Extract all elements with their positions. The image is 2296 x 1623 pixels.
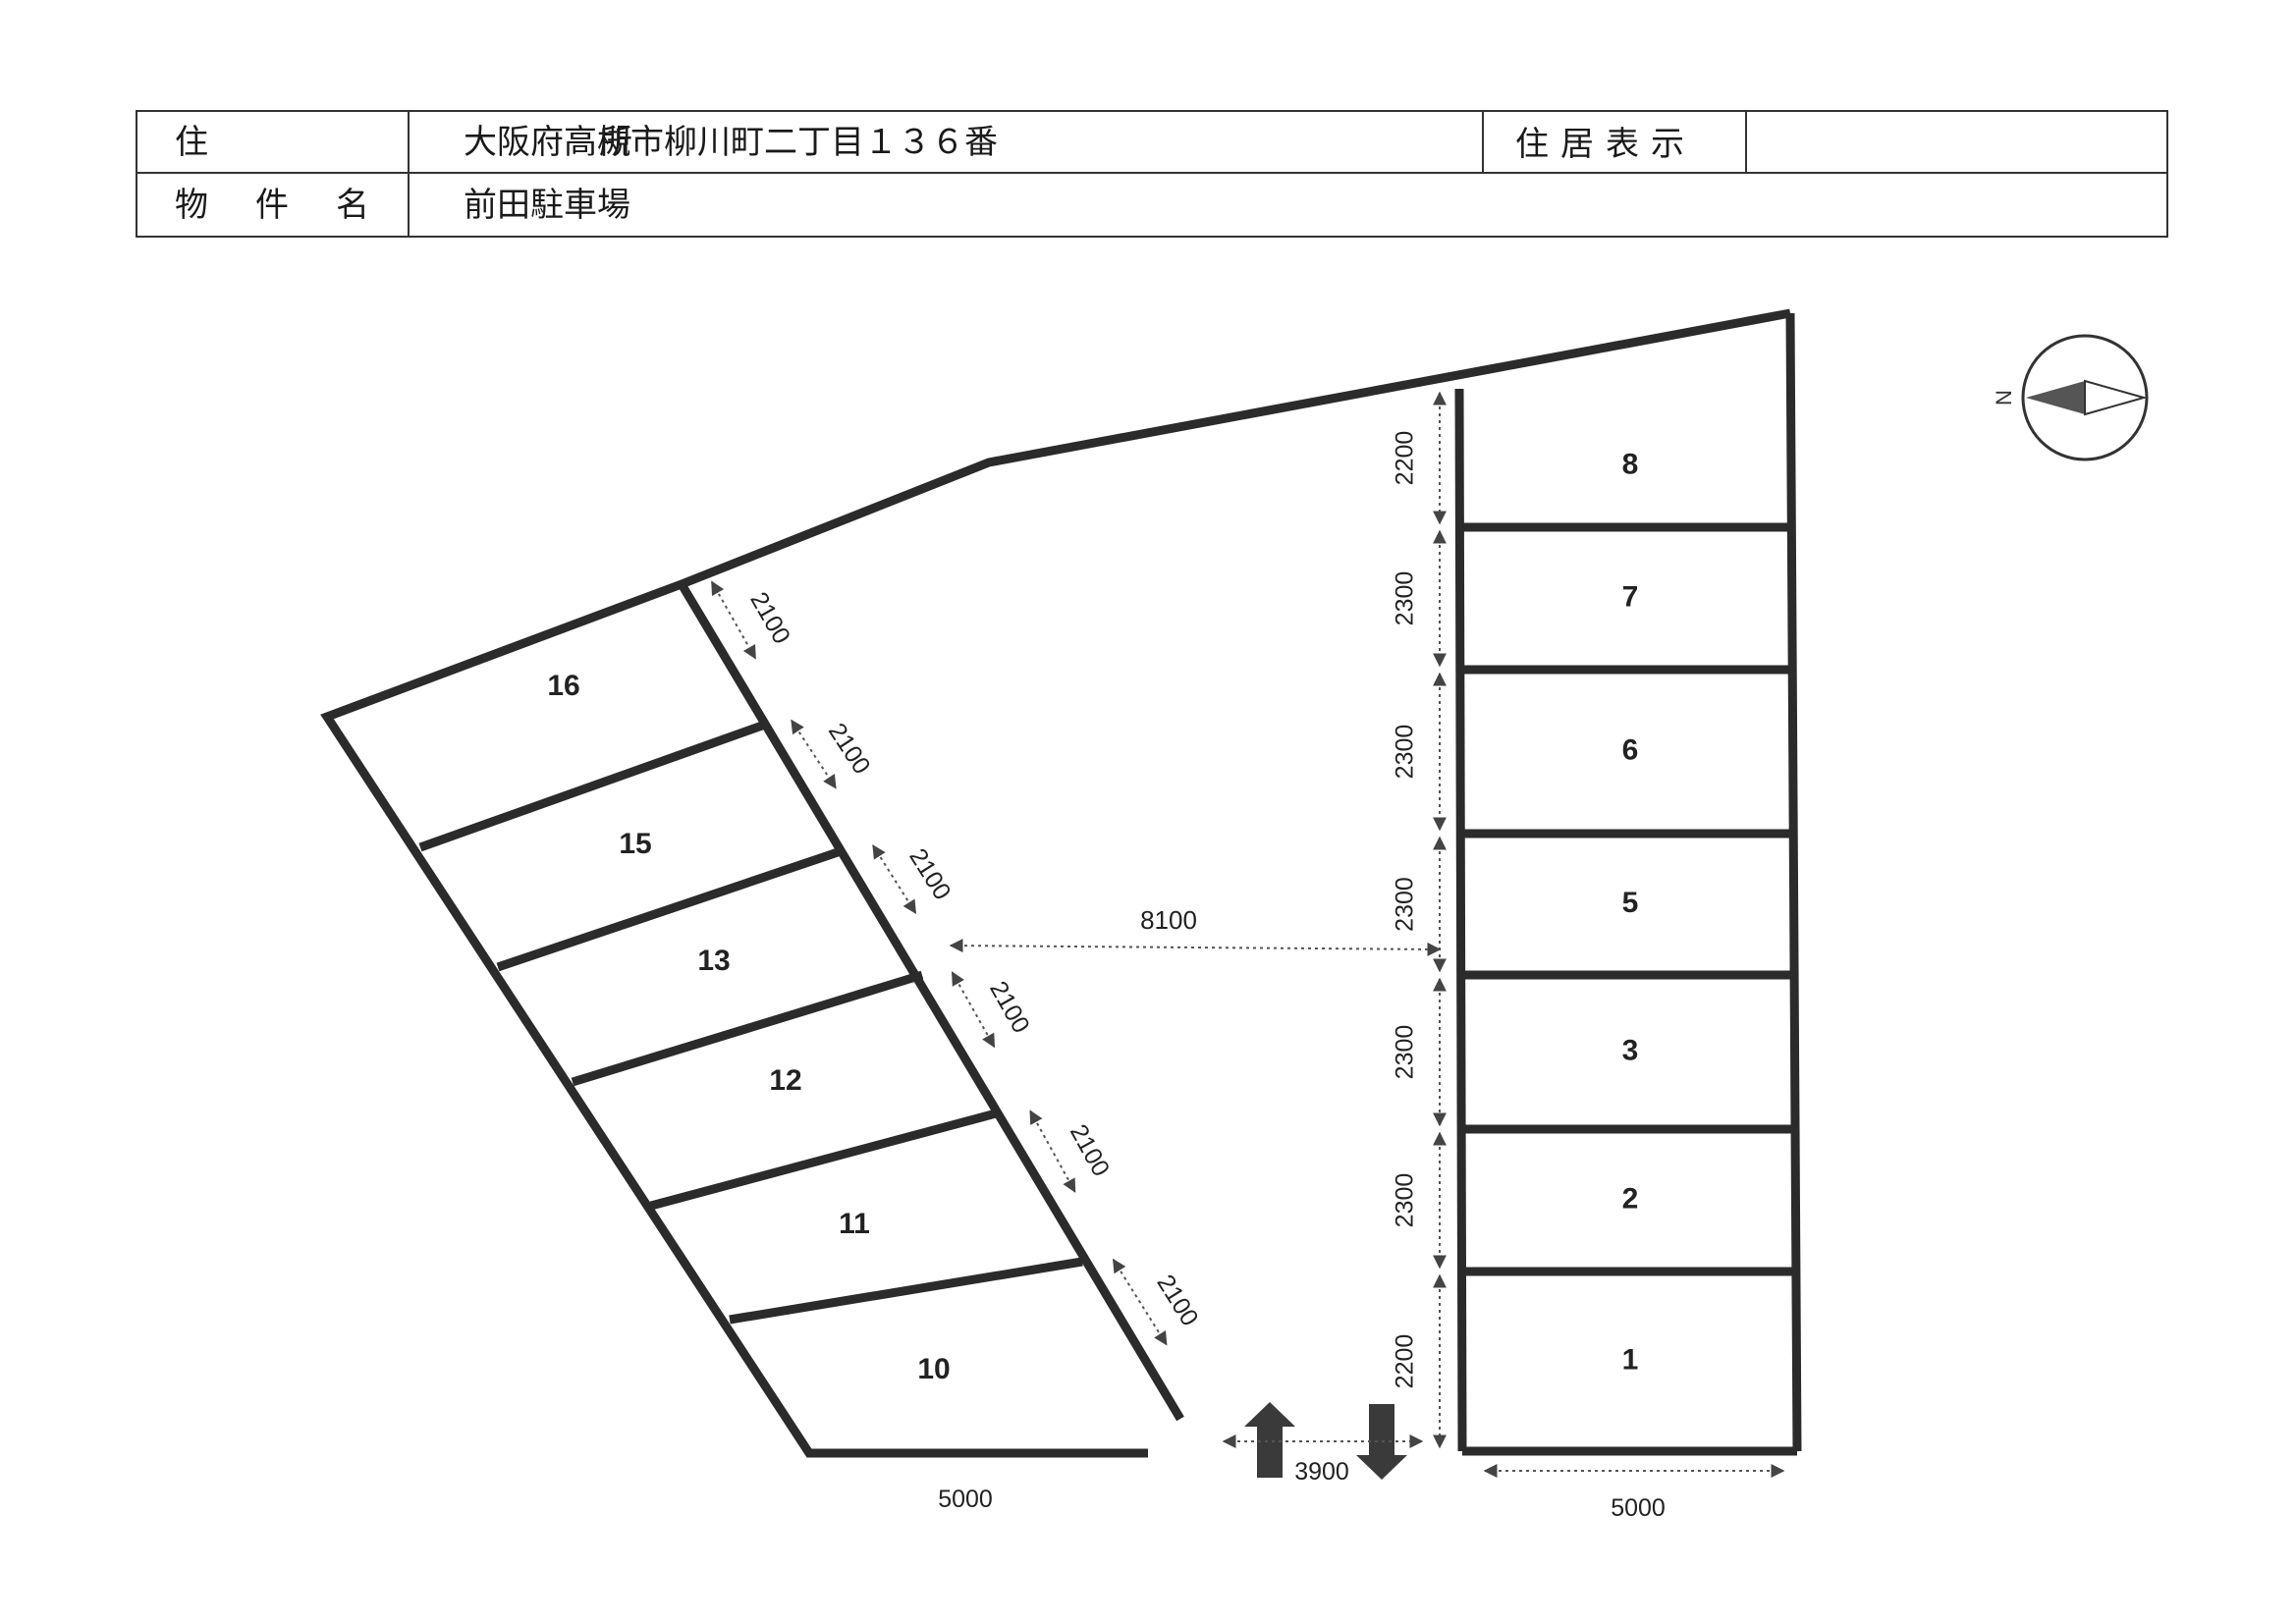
left-row-dividers [418, 721, 1083, 1325]
address-label: 住 所 [175, 123, 740, 162]
outer-boundary-line [320, 308, 1791, 1458]
right-row-dimensions: 2200 2300 2300 2300 2300 2300 2200 [1392, 391, 1447, 1449]
right-slot-width-label: 2300 [1392, 571, 1419, 626]
parking-slot-number: 15 [619, 828, 651, 860]
compass-north-needle-icon [2026, 381, 2085, 414]
left-slot-divider [729, 1257, 1083, 1325]
parking-slot-number: 5 [1622, 887, 1639, 919]
right-slot-width-label: 2300 [1392, 877, 1419, 932]
entrance-up-arrow-icon [1244, 1402, 1295, 1478]
left-slot-divider [418, 721, 764, 852]
right-slot-width-label: 2300 [1392, 1173, 1419, 1228]
left-slot-divider [571, 970, 924, 1087]
left-slot-width-line [951, 971, 996, 1049]
entrance: 3900 [1222, 1402, 1424, 1486]
left-slot-width-label: 2100 [1065, 1120, 1115, 1181]
parking-slot-number: 12 [769, 1064, 801, 1097]
right-row-slots: 8 7 6 5 3 2 1 [1622, 448, 1639, 1376]
property-label: 物件名 [175, 186, 416, 225]
left-slot-divider [649, 1108, 1002, 1211]
left-row-bottom-width-label: 5000 [938, 1486, 993, 1513]
right-row-dividers [1461, 522, 1793, 1276]
parking-slot-number: 3 [1622, 1034, 1639, 1066]
aisle-dimension: 8100 [949, 905, 1442, 956]
entrance-dimension-label: 3900 [1294, 1458, 1349, 1486]
left-slot-width-line [1112, 1258, 1168, 1346]
parking-slot-number: 10 [917, 1353, 950, 1385]
parking-slot-number: 16 [547, 670, 579, 702]
address-value: 大阪府高槻市柳川町二丁目１３６番 [464, 123, 998, 162]
left-slot-width-label: 2100 [984, 977, 1035, 1038]
compass-south-needle-icon [2084, 379, 2148, 416]
left-slot-width-label: 2100 [903, 843, 956, 904]
parking-slot-number: 6 [1622, 733, 1639, 766]
left-row-slots: 16 15 13 12 11 10 [547, 670, 950, 1385]
parking-slot-number: 7 [1622, 580, 1639, 613]
left-row-dimensions: 2100 2100 2100 2100 2100 2100 [711, 580, 1204, 1346]
compass-north-label: N [1992, 390, 2016, 406]
left-slot-width-line [1029, 1109, 1076, 1193]
aisle-dimension-label: 8100 [1140, 905, 1197, 935]
aisle-dimension-line [949, 939, 1442, 956]
parking-slot-number: 11 [839, 1208, 870, 1240]
parking-slot-number: 1 [1622, 1343, 1639, 1376]
right-slot-width-label: 2200 [1392, 431, 1419, 486]
bottom-dimensions: 5000 5000 [938, 1464, 1785, 1522]
left-slot-divider [496, 845, 846, 972]
parking-slot-number: 13 [697, 945, 730, 977]
lot-boundary [320, 308, 1802, 1458]
property-value: 前田駐車場 [464, 186, 630, 225]
right-row-front-line [1454, 388, 1467, 1452]
left-row-front-line [678, 581, 1184, 1422]
left-slot-width-label: 2100 [823, 719, 876, 780]
left-slot-width-label: 2100 [1151, 1270, 1203, 1330]
residence-label: 住居表示 [1515, 125, 1696, 164]
left-slot-width-line [711, 580, 757, 660]
header-table-grid [136, 110, 2168, 238]
header-table: 住 所 大阪府高槻市柳川町二丁目１３６番 住居表示 物件名 前田駐車場 [136, 110, 2168, 238]
right-boundary-line [1785, 312, 1802, 1452]
right-slot-width-label: 2300 [1392, 1025, 1419, 1080]
right-row-bottom-width-label: 5000 [1611, 1494, 1666, 1522]
right-slot-width-label: 2300 [1392, 725, 1419, 780]
parking-slot-number: 2 [1622, 1182, 1639, 1215]
left-slot-width-label: 2100 [744, 587, 795, 648]
right-slot-width-label: 2200 [1392, 1334, 1419, 1389]
parking-slot-number: 8 [1622, 448, 1639, 480]
compass-icon: N [1992, 334, 2149, 461]
